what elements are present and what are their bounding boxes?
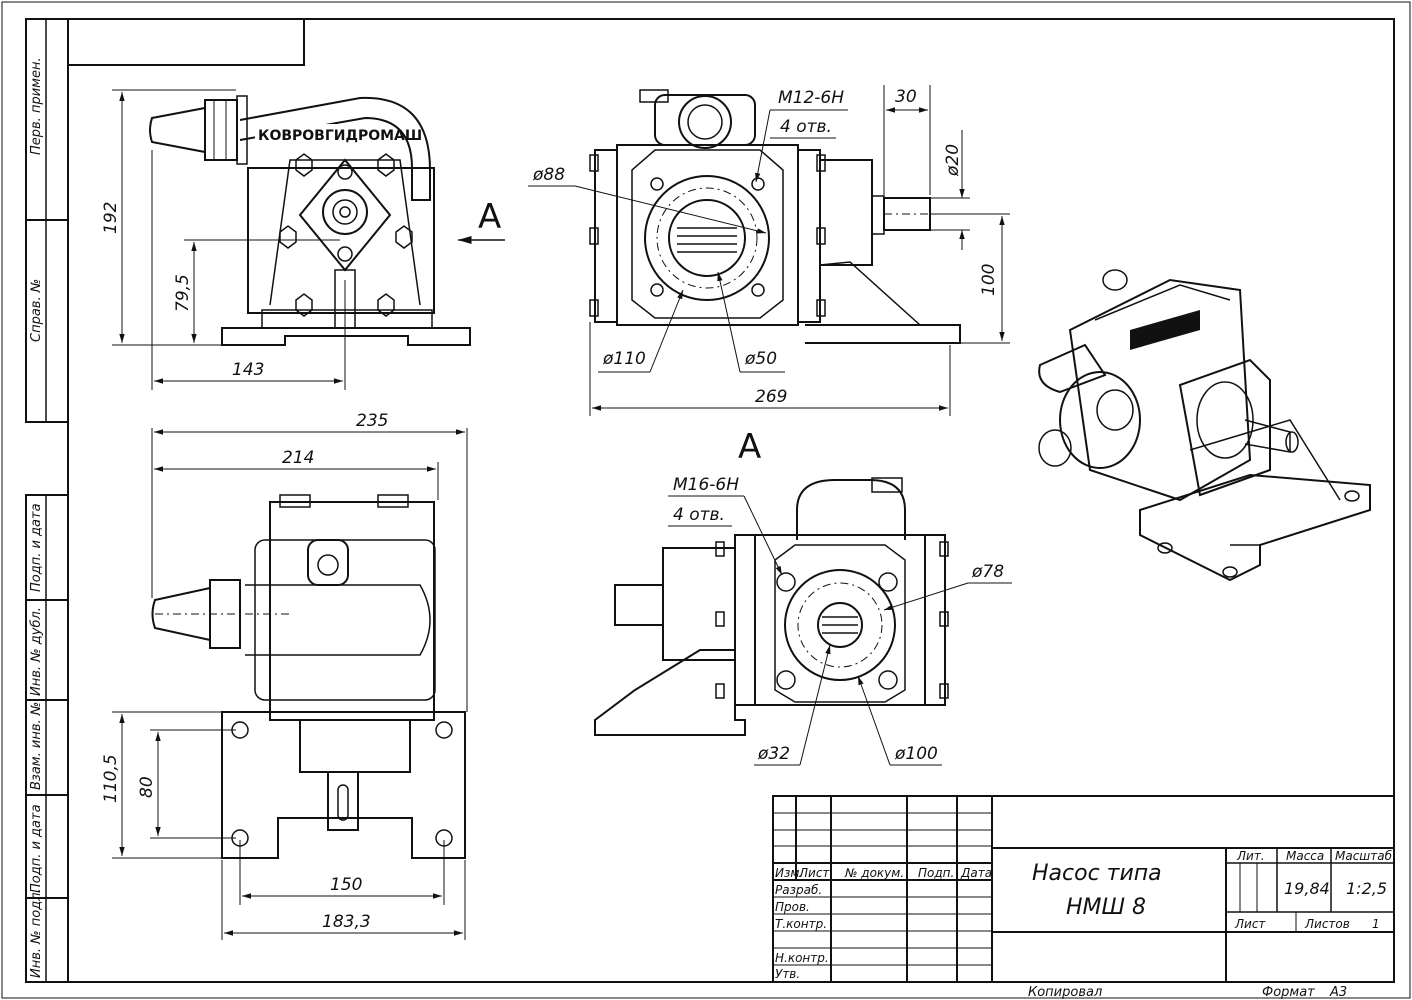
- sheets-count: 1: [1372, 917, 1380, 931]
- role-approved: Утв.: [775, 967, 800, 981]
- side-stamp: Перв. примен. Справ. № Подп. и дата Инв.…: [25, 18, 69, 983]
- dim-d32: ø32: [757, 744, 790, 764]
- dim-d88: ø88: [532, 165, 565, 185]
- col-header-izm: Изм.: [775, 866, 803, 880]
- format-label: Формат: [1262, 985, 1315, 1000]
- dim-d20: ø20: [943, 144, 963, 177]
- copied-label: Копировал: [1028, 985, 1102, 1000]
- stamp-label-0: Перв. примен.: [29, 57, 44, 155]
- stamp-label-6: Инв. № подл.: [29, 888, 44, 978]
- dim-m16-count: 4 отв.: [673, 505, 725, 525]
- dim-183-3: 183,3: [322, 912, 371, 932]
- sheets-label: Листов: [1304, 917, 1350, 931]
- dim-100: 100: [979, 264, 999, 296]
- dim-79-5: 79,5: [173, 274, 193, 312]
- dim-d50: ø50: [744, 349, 777, 369]
- scale-value: 1:2,5: [1346, 879, 1387, 898]
- stamp-label-4: Взам. инв. №: [29, 702, 44, 790]
- dim-30: 30: [895, 87, 917, 107]
- sheet-footer: Копировал Формат А3: [1028, 985, 1347, 1000]
- view-top: 235 214 110,5 80 150 183,3: [101, 411, 468, 940]
- col-header-date: Дата: [960, 866, 992, 880]
- role-tech-control: Т.контр.: [775, 917, 827, 931]
- mass-value: 19,84: [1284, 879, 1330, 898]
- view-isometric: [1038, 269, 1371, 582]
- role-checked: Пров.: [775, 900, 810, 914]
- drawing-title-line1: Насос типа: [1032, 861, 1162, 886]
- dim-269: 269: [755, 387, 787, 407]
- dim-m12-count: 4 отв.: [780, 117, 832, 137]
- col-header-sign: Подп.: [918, 866, 954, 880]
- role-developer: Разраб.: [775, 883, 822, 897]
- format-value: А3: [1329, 985, 1347, 1000]
- scale-label: Масштаб: [1335, 849, 1393, 863]
- stamp-label-3: Инв. № дубл.: [29, 607, 44, 696]
- view-a: M16-6H 4 отв. ø78 ø32 ø100: [594, 475, 1012, 766]
- role-norm-control: Н.контр.: [775, 951, 829, 965]
- sheet-label: Лист: [1234, 917, 1266, 931]
- dim-192: 192: [101, 202, 121, 234]
- dim-110-5: 110,5: [101, 754, 121, 803]
- title-block: Изм. Лист № докум. Подп. Дата Разраб. Пр…: [772, 795, 1395, 983]
- dim-143: 143: [232, 360, 264, 380]
- dim-d78: ø78: [971, 562, 1004, 582]
- dim-150: 150: [330, 875, 362, 895]
- mass-label: Масса: [1286, 849, 1324, 863]
- dim-235: 235: [356, 411, 388, 431]
- view-front: M12-6H 4 отв. ø88 ø110 ø50 30 ø20 100 26…: [528, 85, 1010, 467]
- brand-cast: КОВРОВГИДРОМАШ: [258, 128, 422, 144]
- col-header-list: Лист: [798, 866, 830, 880]
- stamp-label-2: Подп. и дата: [29, 503, 44, 592]
- stamp-label-5: Подп. и дата: [29, 804, 44, 893]
- dim-d110: ø110: [602, 349, 646, 369]
- dim-m12: M12-6H: [778, 88, 844, 108]
- drawing-title-line2: НМШ 8: [1066, 895, 1146, 920]
- view-a-label: A: [738, 427, 761, 467]
- stamp-label-1: Справ. №: [29, 279, 44, 342]
- view-front-left: КОВРОВГИДРОМАШ A 192 79,5 143: [101, 89, 505, 390]
- dim-214: 214: [282, 448, 314, 468]
- lit-label: Лит.: [1236, 849, 1265, 863]
- dim-80: 80: [137, 776, 157, 798]
- dim-d100: ø100: [894, 744, 938, 764]
- dim-m16: M16-6H: [673, 475, 739, 495]
- col-header-doc: № докум.: [844, 866, 904, 880]
- section-arrow-label: A: [478, 197, 501, 237]
